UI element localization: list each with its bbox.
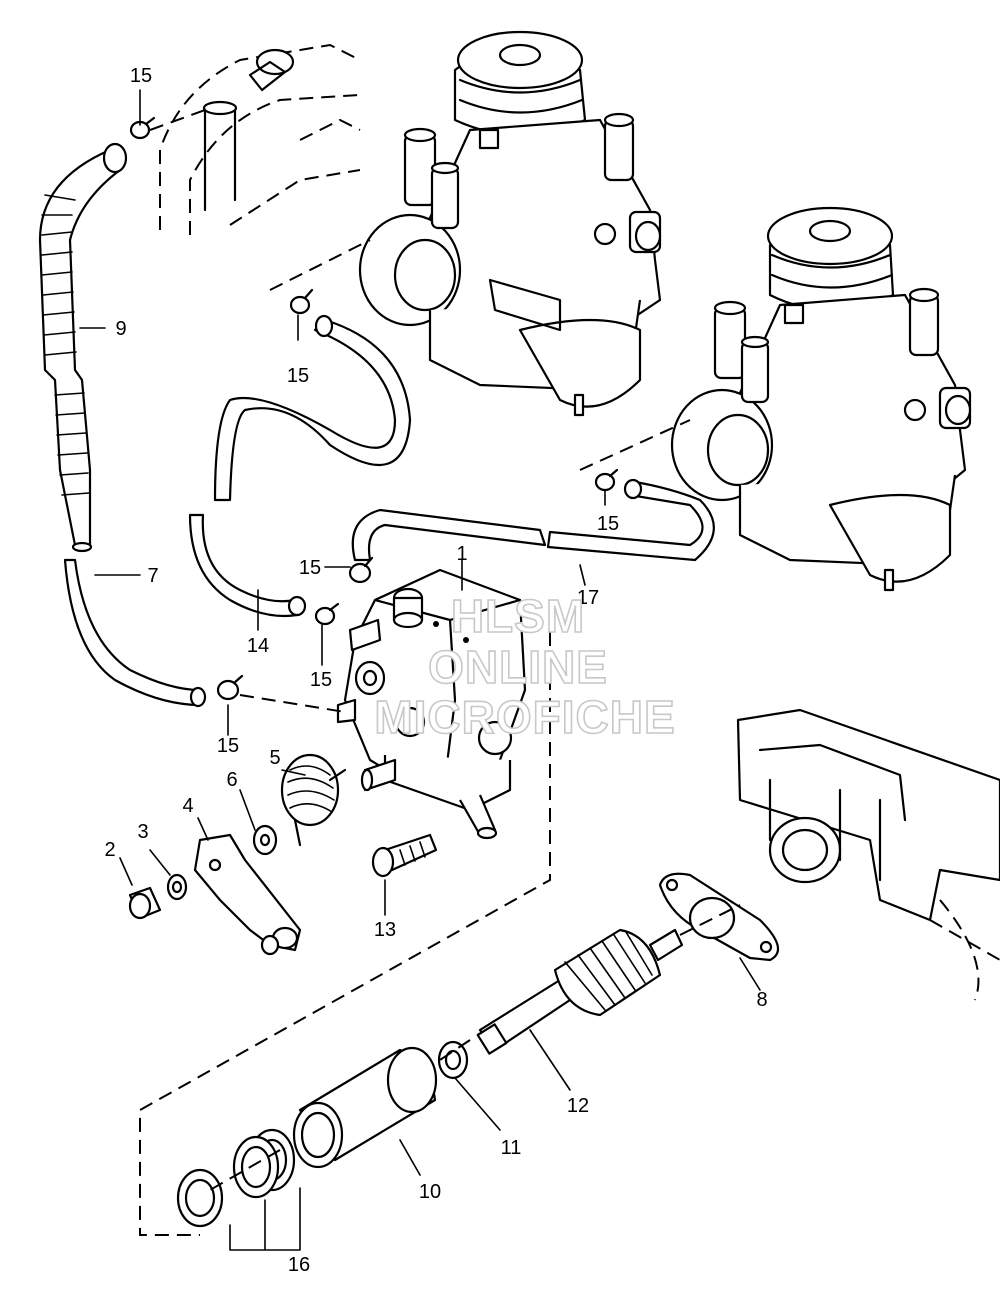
lever-4 (193, 833, 302, 956)
hose-17-end (623, 478, 643, 500)
leader-lines (79, 89, 761, 1251)
callout-16: 16 (288, 1254, 310, 1276)
callout-15-a: 15 (130, 65, 152, 87)
clamp-15-c (594, 468, 619, 492)
callout-8: 8 (756, 989, 767, 1011)
callout-13: 13 (374, 919, 396, 941)
hose-9 (38, 142, 128, 553)
callout-3: 3 (137, 821, 148, 843)
bushing-10 (292, 1046, 438, 1169)
callout-15-b: 15 (287, 365, 309, 387)
engine-block-top (159, 43, 361, 235)
hose-14-bottom-end (287, 595, 307, 617)
callout-12: 12 (567, 1095, 589, 1117)
watermark-line-1: HLSM (451, 590, 585, 642)
nut-2 (128, 886, 162, 920)
callout-9: 9 (115, 318, 126, 340)
callout-labels: 1 2 3 4 5 6 7 8 9 10 11 12 13 14 15 15 1… (104, 65, 767, 1276)
assembly-lines (139, 109, 741, 1236)
clamp-15-b (289, 288, 314, 315)
o-rings-16 (176, 1128, 296, 1228)
callout-5: 5 (269, 747, 280, 769)
hose-14 (213, 318, 412, 502)
carburetor-lower (670, 206, 972, 592)
washer-6 (252, 824, 278, 856)
hose-7 (63, 558, 202, 707)
watermark-line-3: MICROFICHE (374, 691, 675, 743)
clamp-15-f (216, 674, 244, 701)
hose-7-end (189, 686, 207, 708)
hose-14-lower (188, 513, 299, 618)
gasket-8 (658, 872, 780, 962)
carburetor-upper (358, 30, 662, 417)
clamp-15-a (129, 116, 156, 140)
clamp-15-e (314, 602, 340, 626)
callout-1: 1 (456, 543, 467, 565)
callout-2: 2 (104, 839, 115, 861)
callout-11: 11 (501, 1137, 522, 1159)
callout-4: 4 (182, 795, 193, 817)
callout-17: 17 (577, 587, 599, 609)
hose-17 (351, 508, 547, 562)
callout-6: 6 (226, 769, 237, 791)
callout-10: 10 (419, 1181, 441, 1203)
callout-15-e: 15 (310, 669, 332, 691)
bolt-13 (371, 833, 438, 878)
watermark-line-2: ONLINE (428, 641, 608, 693)
callout-7: 7 (147, 565, 158, 587)
drive-gear-12 (476, 928, 684, 1055)
engine-block-lower (736, 708, 1000, 1001)
callout-14: 14 (247, 635, 269, 657)
oil-pump-1 (336, 568, 527, 840)
spring-5 (280, 753, 347, 847)
clamp-15-d (348, 556, 374, 584)
watermark: HLSM ONLINE MICROFICHE (374, 589, 676, 744)
callout-15-f: 15 (217, 735, 239, 757)
callout-15-c: 15 (597, 513, 619, 535)
washer-11 (437, 1040, 469, 1080)
callout-15-d: 15 (299, 557, 321, 579)
hose-14-top-end (314, 314, 334, 338)
washer-3 (166, 873, 188, 901)
